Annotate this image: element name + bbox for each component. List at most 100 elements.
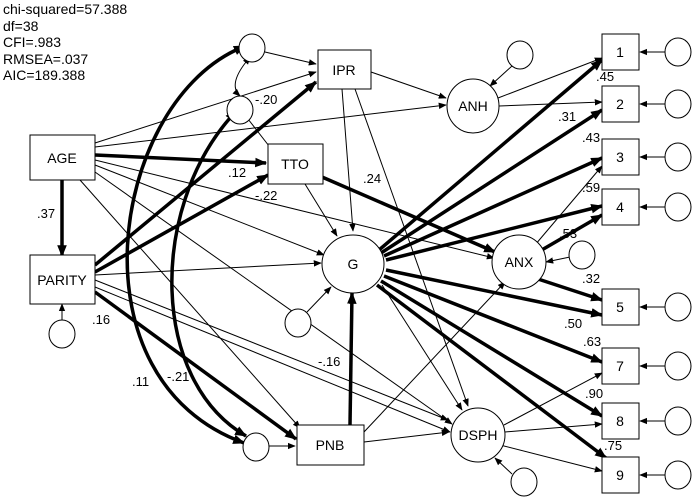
- path-tto-g: [304, 183, 338, 237]
- node-anh: [446, 78, 500, 134]
- label-item3: 3: [616, 149, 624, 165]
- coef-load-2: .31: [558, 109, 576, 124]
- path-g-item2: [380, 108, 604, 255]
- error-circle-item9: [664, 460, 692, 490]
- node-tto: [267, 143, 324, 185]
- error-circle-pnb: [242, 432, 270, 462]
- path-dsph-item8: [504, 421, 603, 433]
- path-ipr-anh: [370, 71, 447, 99]
- corr-e-ipr-e-tto: [232, 56, 251, 97]
- node-age: [29, 134, 96, 181]
- fit-stat-rmsea: RMSEA=.037: [3, 50, 89, 67]
- node-item2: [601, 85, 640, 123]
- path-parity-ipr: [93, 80, 318, 267]
- error-circle-anx: [568, 240, 596, 270]
- node-ipr: [317, 49, 372, 90]
- path-g-item4: [385, 203, 604, 262]
- error-circle-item2: [664, 89, 692, 119]
- coef-parity-tto: .12: [228, 165, 246, 180]
- label-ipr: IPR: [332, 62, 355, 78]
- path-anx-item4: [539, 213, 604, 253]
- path-dsph-item7: [503, 372, 603, 426]
- label-dsph: DSPH: [459, 427, 498, 443]
- error-circle-item4: [664, 192, 692, 222]
- label-item7: 7: [616, 358, 624, 374]
- label-item2: 2: [616, 96, 624, 112]
- label-pnb: PNB: [316, 437, 345, 453]
- node-item8: [601, 402, 640, 440]
- path-anh-item1: [497, 57, 603, 99]
- path-age-ipr: [94, 71, 317, 144]
- label-item5: 5: [616, 299, 624, 315]
- label-item4: 4: [616, 199, 624, 215]
- path-parity-pnb-direct: [94, 279, 449, 421]
- path-parity-pnb: [93, 290, 298, 441]
- label-parity: PARITY: [37, 272, 87, 288]
- error-circle-item3: [664, 142, 692, 172]
- coef-e-pnb-e-ipr: .11: [132, 374, 149, 389]
- label-g: G: [348, 256, 359, 272]
- node-item1: [601, 33, 640, 71]
- path-age-pnb: [79, 179, 301, 429]
- path-dsph-item9: [499, 444, 603, 473]
- coef-load-anx-res: .53: [559, 226, 577, 241]
- path-age-g: [94, 164, 325, 256]
- node-parity: [29, 254, 96, 305]
- corr-e-tto-e-pnb: [170, 109, 248, 438]
- fit-stat-cfi: CFI=.983: [3, 34, 61, 50]
- node-item7: [601, 347, 640, 385]
- node-item5: [601, 288, 640, 326]
- path-parity-g: [94, 260, 322, 276]
- coef-parity-pnb: .16: [92, 312, 110, 327]
- fit-stat-df: df=38: [3, 17, 39, 34]
- path-pnb-anx: [363, 281, 506, 433]
- error-circle-ipr: [238, 33, 266, 63]
- path-e-anx: [545, 256, 571, 264]
- label-item9: 9: [616, 467, 624, 483]
- coef-load-8: .90: [585, 386, 603, 401]
- path-e-ipr: [264, 51, 317, 66]
- coef-load-3: .43: [582, 130, 600, 145]
- label-age: AGE: [47, 150, 77, 166]
- path-g-item7: [383, 274, 604, 364]
- coef-e-ipr-e-tto: -.20: [255, 92, 277, 107]
- path-pnb-g: [347, 291, 357, 426]
- node-g: [321, 234, 385, 294]
- coef-load-9: .75: [604, 438, 622, 453]
- path-ipr-dsph: [354, 88, 469, 407]
- node-item4: [601, 188, 640, 226]
- coef-load-4: .59: [582, 180, 600, 195]
- path-parity-tto: [94, 173, 270, 274]
- corr-e-ipr-e-pnb: [125, 45, 246, 445]
- fit-stat-chi-squared: chi-squared=57.388: [3, 1, 128, 17]
- label-anx: ANX: [505, 254, 534, 270]
- fit-statistics: chi-squared=57.388 df=38 CFI=.983 RMSEA=…: [3, 1, 127, 84]
- label-item8: 8: [616, 413, 624, 429]
- coef-tto-anx: .24: [363, 171, 381, 186]
- error-circle-tto: [226, 95, 254, 125]
- label-tto: TTO: [281, 156, 309, 172]
- path-g-item9: [375, 283, 608, 460]
- path-g-item3: [383, 156, 604, 258]
- node-item3: [601, 138, 640, 176]
- coef-age-parity: .37: [37, 206, 55, 221]
- error-circle-item7: [664, 351, 692, 381]
- path-e-dsph: [494, 457, 513, 475]
- path-pnb-dsph: [363, 429, 450, 443]
- path-g-dsph: [381, 284, 463, 411]
- path-e-g: [306, 286, 332, 313]
- error-circle-parity: [48, 319, 76, 349]
- path-anx-item5: [537, 277, 604, 302]
- node-dsph: [450, 407, 506, 463]
- coef-pnb-g: -.16: [318, 354, 340, 369]
- path-age-tto: [94, 153, 268, 168]
- error-circle-item5: [664, 292, 692, 322]
- coef-load-6: .50: [564, 316, 582, 331]
- fit-stat-aic: AIC=189.388: [3, 67, 86, 83]
- path-anx-item3: [534, 165, 603, 246]
- error-circle-g: [284, 308, 312, 338]
- coef-load-7: .63: [583, 334, 601, 349]
- node-item9: [601, 456, 640, 494]
- error-circle-dsph: [510, 467, 538, 497]
